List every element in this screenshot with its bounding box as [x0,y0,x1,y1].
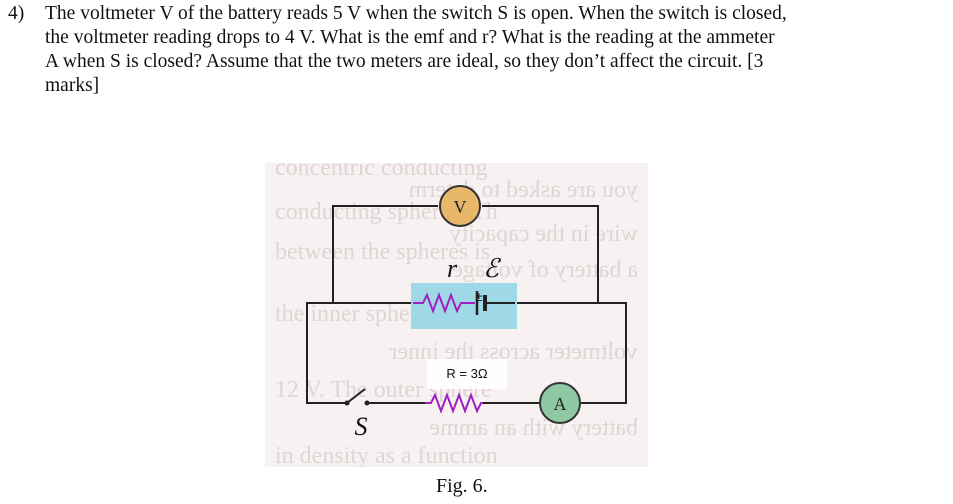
question-number: 4) [8,3,25,24]
battery-box [411,283,517,329]
voltmeter-icon [439,185,481,227]
question-line-3: A when S is closed? Assume that the two … [45,51,764,72]
bg-text: battery with an amme [429,415,638,441]
bg-text: voltmeter across the inner [389,339,638,365]
bg-text: in density as a function [275,443,498,467]
emf-label: ℰ [483,254,501,283]
question-line-4: marks] [45,75,100,96]
bg-text: concentric conducting [275,163,488,181]
internal-resistor-icon [413,292,475,314]
switch-label: S [355,412,368,441]
question-line-1: The voltmeter V of the battery reads 5 V… [45,3,787,24]
ammeter-icon [539,382,581,424]
circuit-wires [306,205,627,404]
figure-caption: Fig. 6. [436,475,488,497]
wire-main-right [515,302,627,404]
resistor-icon [425,392,483,414]
switch-icon [346,388,366,404]
ammeter-label: A [554,394,567,414]
battery-polarity: ± [475,289,482,304]
wire-main-left [306,302,413,404]
bg-text: a battery of voltage [452,257,638,283]
resistor-label-bg [427,359,507,389]
bg-text: wire in the capacity [449,221,638,247]
circuit-figure: concentric conducting you are asked to d… [265,163,648,467]
bg-text: between the spheres is [275,239,490,265]
switch-contact-right [364,400,370,406]
resistor-label: R = 3Ω [446,366,487,381]
internal-resistance-label: r [447,254,458,283]
voltmeter-label: V [454,197,467,217]
question-line-2: the voltmeter reading drops to 4 V. What… [45,27,775,48]
